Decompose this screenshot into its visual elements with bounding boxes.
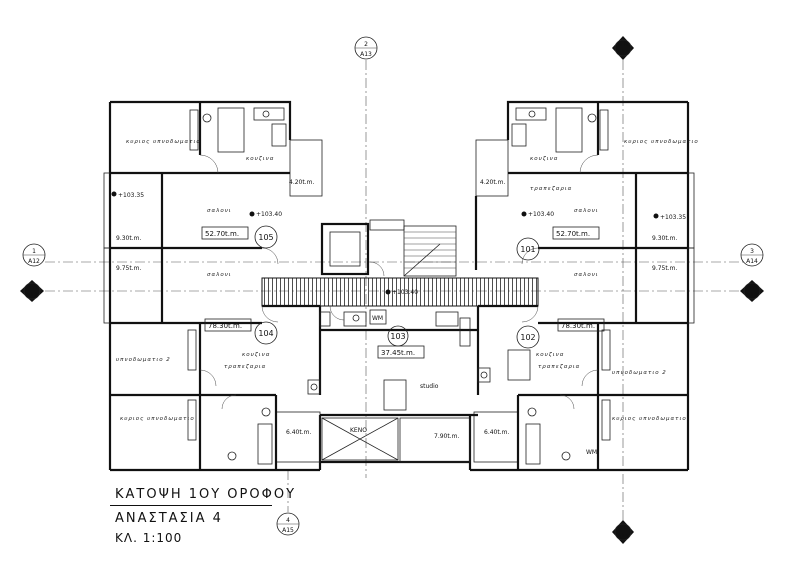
axis-left1-num: 1 [32,248,36,255]
level-l1: +103.40 [256,211,282,218]
room-master-bed-tl: κυριος υπνοδωματιο [126,139,201,145]
room-studio: studio [420,383,439,390]
plan-title: ΚΑΤΟΨΗ 1ΟΥ ΟΡΟΦΟΥ [115,487,297,502]
area-balcony-r2: 9.75t.m. [652,265,677,272]
unit-bubble-104: 104 [254,321,278,345]
section-bottom-num: B-B [618,525,628,532]
section-left-num: A-A [27,284,38,291]
room-kitchen-br: κουζινα [536,352,564,358]
unit-bubble-103: 103 [387,325,409,347]
section-top-sheet: A11 [617,49,629,56]
section-marker-right: A-A A10 [740,280,764,302]
svg-text:105: 105 [258,233,273,242]
axis-top-num: 2 [364,41,368,48]
room-living-bl: σαλονι [207,272,232,278]
axis-left1-sheet: A12 [28,258,40,265]
plan-scale: ΚΛ. 1:100 [115,531,183,545]
area-veranda-br: 6.40t.m. [484,429,509,436]
area-balcony-l1: 9.30t.m. [116,235,141,242]
area-balcony-l2: 9.75t.m. [116,265,141,272]
room-dining-br: τραπεζαρια [538,364,580,370]
section-marker-left: A-A A10 [20,280,44,302]
room-kitchen-bl: κουζινα [242,352,270,358]
room-living-tr: σαλονι [574,208,599,214]
wm-label-center: WM [372,315,383,322]
section-right-sheet: A10 [746,292,758,299]
section-bottom-sheet: A11 [617,533,629,540]
axis-bottom-num: 4 [286,517,290,524]
room-kitchen-tl: κουζινα [246,156,274,162]
axis-right3-num: 3 [750,248,754,255]
svg-text:101: 101 [520,245,535,254]
svg-text:103: 103 [390,332,405,341]
level-l4: +103.35 [660,214,686,221]
area-apt105: 52.70t.m. [205,230,239,238]
axis-marker-top: 2 A13 [354,36,378,60]
wm-label-right: WM [586,449,597,456]
area-apt102: 78.30t.m. [561,322,595,330]
svg-text:102: 102 [520,333,535,342]
area-apt101: 52.70t.m. [556,230,590,238]
section-right-num: A-A [747,284,758,291]
unit-bubble-102: 102 [516,325,540,349]
axis-top-sheet: A13 [360,51,372,58]
axis-marker-left1: 1 A12 [22,243,46,267]
room-dining-bl: τραπεζαρια [224,364,266,370]
room-living-tl: σαλονι [207,208,232,214]
room-void: ΚΕΝΟ [350,427,367,434]
title-underline [110,505,272,506]
area-veranda-tr: 4.20t.m. [480,179,505,186]
svg-text:104: 104 [258,329,273,338]
axis-bottom-sheet: A15 [282,527,294,534]
section-marker-bottom: B-B A11 [612,520,634,544]
room-master-bed-bl: κυριος υπνοδωματιο [120,416,195,422]
axis-marker-bottom: 4 A15 [276,512,300,536]
section-top-num: B-B [618,41,628,48]
room-bed2-left: υπνοδωματιο 2 [116,357,171,363]
room-kitchen-tr: κουζινα [530,156,558,162]
area-veranda-bc: 7.90t.m. [434,433,459,440]
unit-bubble-101: 101 [516,237,540,261]
section-left-sheet: A10 [26,292,38,299]
section-marker-top: B-B A11 [612,36,634,60]
level-l3: +103.40 [528,211,554,218]
level-l2: +103.35 [118,192,144,199]
unit-bubble-105: 105 [254,225,278,249]
area-balcony-r1: 9.30t.m. [652,235,677,242]
room-master-bed-br: κυριος υπνοδωματιο [612,416,687,422]
room-living-br: σαλονι [574,272,599,278]
area-apt103: 37.45t.m. [381,349,415,357]
room-master-bed-tr: κυριος υπνοδωματιο [624,139,699,145]
area-veranda-tl: 4.20t.m. [289,179,314,186]
room-dining-tr: τραπεζαρια [530,186,572,192]
area-veranda-bl: 6.40t.m. [286,429,311,436]
axis-marker-right3: 3 A14 [740,243,764,267]
room-bed2-right: υπνοδωματιο 2 [612,370,667,376]
area-apt104: 78.30t.m. [208,322,242,330]
project-name: ΑΝΑΣΤΑΣΙΑ 4 [115,511,223,526]
axis-right3-sheet: A14 [746,258,758,265]
level-corridor: +103.40 [392,289,418,296]
